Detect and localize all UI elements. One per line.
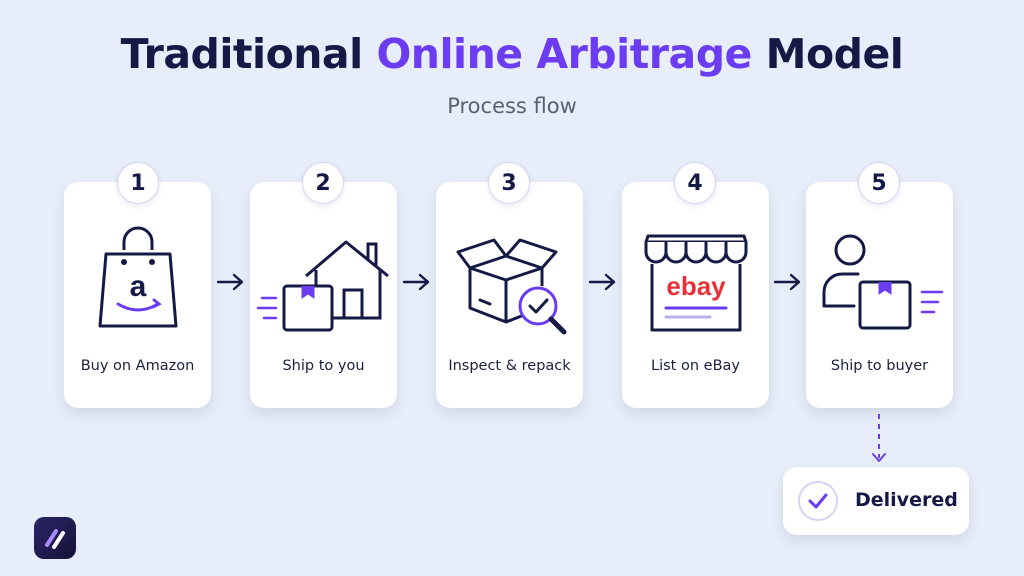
step-number-5: 5 — [858, 162, 900, 204]
person-package-icon — [822, 234, 944, 330]
ebay-storefront-icon: ebay — [644, 234, 748, 332]
step-label-2: Ship to you — [282, 358, 365, 374]
brand-logo — [34, 517, 76, 559]
svg-text:ebay: ebay — [666, 271, 726, 301]
delivered-label: Delivered — [855, 489, 958, 511]
check-circle-icon — [798, 481, 838, 521]
step-label-4: List on eBay — [651, 358, 740, 374]
arrow-right-icon — [773, 273, 801, 291]
step-number-4: 4 — [674, 162, 716, 204]
arrow-right-icon — [216, 273, 244, 291]
title-part-2: Model — [765, 30, 904, 78]
step-card-4: ebay List on eBay — [622, 182, 769, 408]
step-card-1: a Buy on Amazon — [64, 182, 211, 408]
arrow-right-icon — [588, 273, 616, 291]
title-accent: Online Arbitrage — [376, 30, 752, 78]
step-number-3: 3 — [488, 162, 530, 204]
dashed-arrow-down-icon — [872, 414, 886, 462]
step-label-3: Inspect & repack — [448, 358, 571, 374]
step-number-1: 1 — [117, 162, 159, 204]
arrow-right-icon — [402, 273, 430, 291]
box-inspect-icon — [456, 238, 567, 335]
step-number-2: 2 — [302, 162, 344, 204]
page-title: Traditional Online Arbitrage Model — [0, 30, 1024, 78]
step-card-5: Ship to buyer — [806, 182, 953, 408]
step-card-3: Inspect & repack — [436, 182, 583, 408]
delivered-card: Delivered — [783, 467, 969, 535]
svg-text:a: a — [130, 270, 147, 303]
step-label-1: Buy on Amazon — [80, 358, 195, 374]
step-card-2: Ship to you — [250, 182, 397, 408]
page-subtitle: Process flow — [447, 94, 577, 118]
house-package-icon — [256, 240, 389, 332]
step-label-5: Ship to buyer — [830, 358, 929, 374]
slash-logo-icon — [45, 529, 65, 549]
title-part-1: Traditional — [120, 30, 363, 78]
amazon-bag-icon: a — [98, 226, 178, 328]
